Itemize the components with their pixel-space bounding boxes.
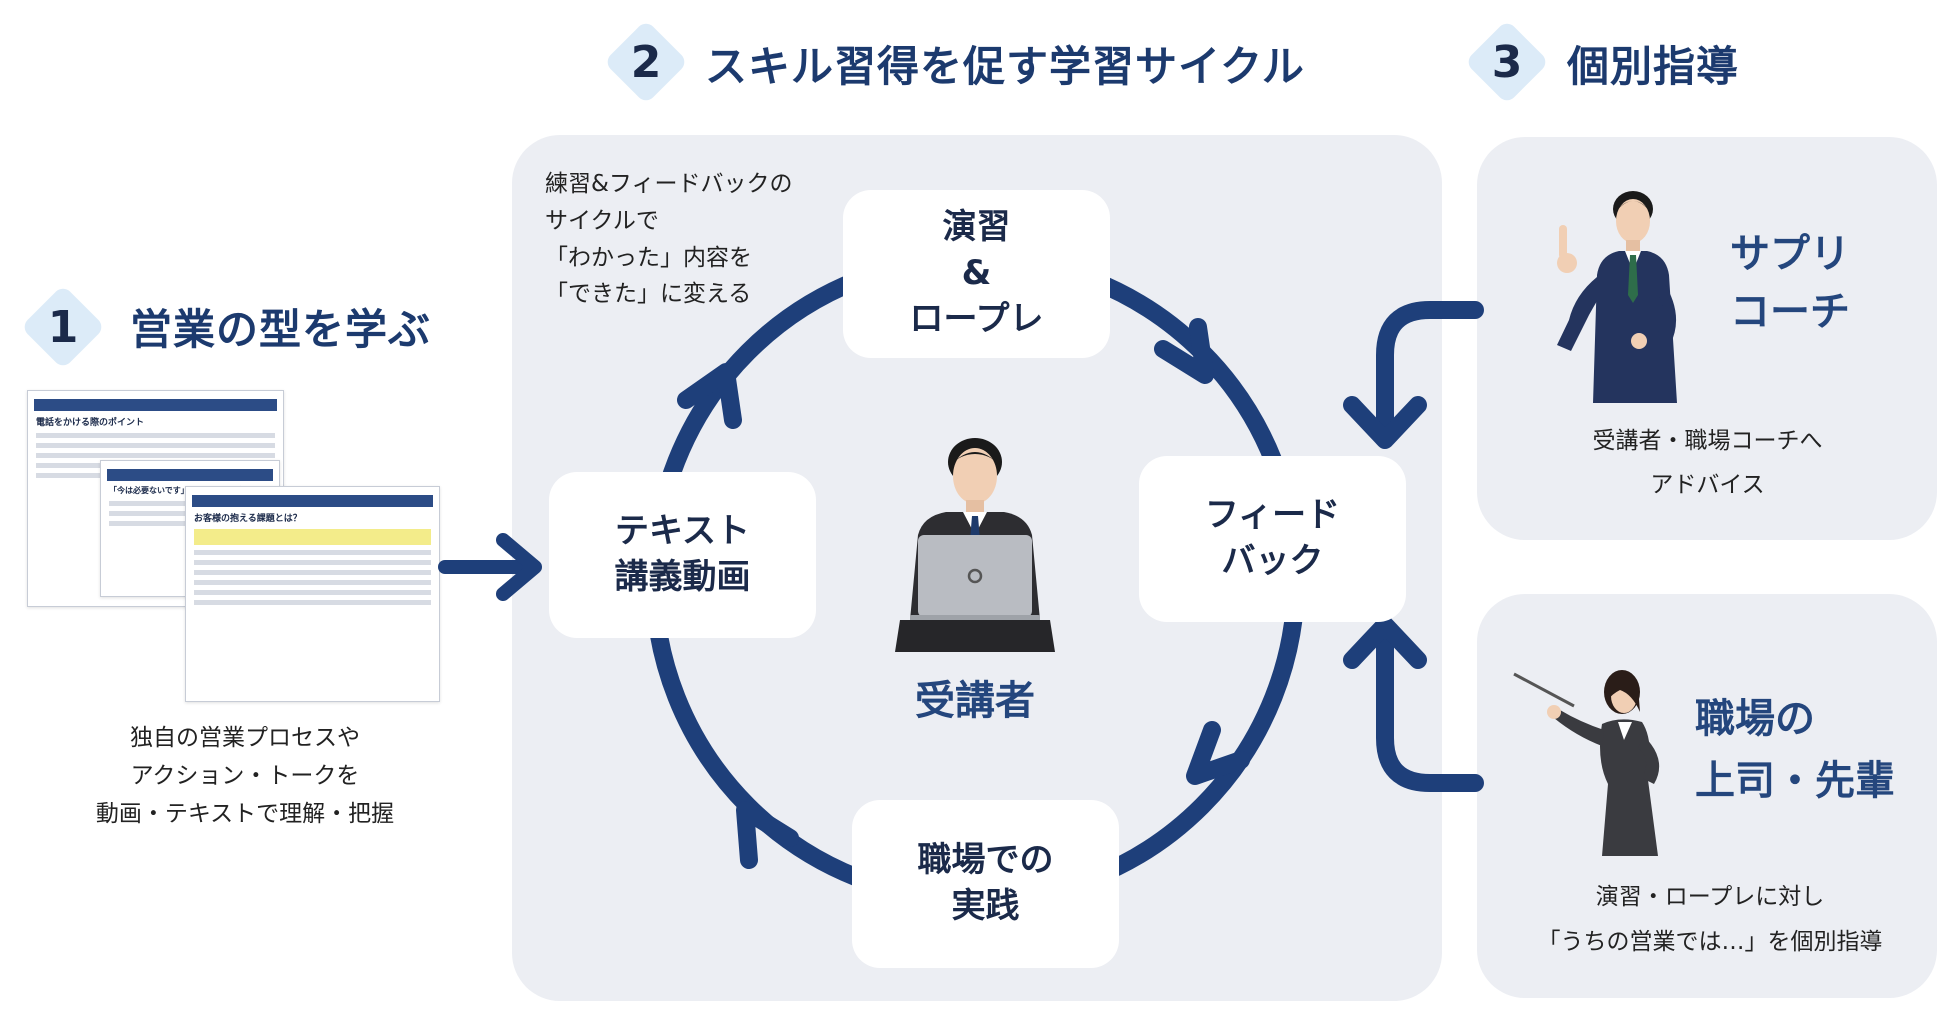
learner-laptop-icon bbox=[895, 438, 1055, 652]
node-practice-at-work: 職場での 実践 bbox=[852, 800, 1119, 968]
boss-name-line: 職場の bbox=[1695, 696, 1815, 742]
coach-name: サプリ コーチ bbox=[1730, 225, 1850, 341]
step-2-number: 2 bbox=[630, 36, 662, 88]
node-text-video: テキスト 講義動画 bbox=[549, 472, 816, 638]
doc-title: 「今は必要ないです」といわれた場合 bbox=[109, 486, 245, 495]
coach-arrow bbox=[1376, 301, 1484, 434]
boss-arrowhead bbox=[1343, 616, 1427, 669]
coach-man-pointing-icon bbox=[1557, 191, 1677, 403]
learner-label: 受講者 bbox=[915, 678, 1035, 724]
desc-line: 独自の営業プロセスや bbox=[130, 725, 360, 751]
note-line: 練習&フィードバックの bbox=[545, 171, 793, 197]
doc-line bbox=[194, 590, 431, 595]
doc-line bbox=[36, 443, 275, 448]
doc-header-bar bbox=[34, 399, 277, 411]
boss-name: 職場の 上司・先輩 bbox=[1695, 688, 1895, 812]
node-feedback: フィード バック bbox=[1139, 456, 1406, 622]
coach-description: 受講者・職場コーチへ アドバイス bbox=[1500, 420, 1915, 507]
desc-line: 動画・テキストで理解・把握 bbox=[95, 800, 395, 827]
node-practice-roleplay: 演習 & ロープレ bbox=[843, 190, 1110, 358]
doc-highlight bbox=[194, 529, 431, 545]
note-line: サイクルで bbox=[545, 207, 659, 234]
note-line: 「できた」に変える bbox=[545, 281, 752, 308]
doc-line bbox=[194, 580, 431, 585]
desc-line: 「うちの営業では…」を個別指導 bbox=[1537, 928, 1883, 955]
boss-name-line: 上司・先輩 bbox=[1695, 758, 1895, 804]
node-line: フィード bbox=[1204, 495, 1341, 536]
node-line: 講義動画 bbox=[614, 557, 751, 597]
node-line: バック bbox=[1221, 541, 1324, 581]
cycle-arrowhead-top-right bbox=[1154, 318, 1214, 384]
coach-panel bbox=[1477, 137, 1937, 540]
coach-name-line: サプリ bbox=[1730, 231, 1850, 277]
node-line: 職場での bbox=[917, 840, 1054, 881]
node-line: & bbox=[961, 253, 992, 294]
step-2-title: スキル習得を促す学習サイクル bbox=[705, 42, 1305, 91]
desc-line: 演習・ロープレに対し bbox=[1595, 884, 1825, 910]
step-1-number: 1 bbox=[47, 301, 79, 353]
step-3-number: 3 bbox=[1491, 36, 1523, 88]
step-1-title: 営業の型を学ぶ bbox=[130, 305, 432, 354]
cycle-arrowhead-bottom-right bbox=[1186, 721, 1250, 785]
doc-title: お客様の抱える課題とは？ bbox=[194, 514, 302, 524]
desc-line: 受講者・職場コーチへ bbox=[1592, 428, 1823, 454]
step-3-title: 個別指導 bbox=[1567, 42, 1740, 91]
boss-description: 演習・ロープレに対し 「うちの営業では…」を個別指導 bbox=[1495, 875, 1925, 965]
desc-line: アドバイス bbox=[1650, 471, 1765, 498]
doc-title: 電話をかける際のポイント bbox=[36, 418, 145, 428]
coach-arrowhead bbox=[1343, 396, 1427, 449]
doc-line bbox=[36, 433, 275, 438]
node-line: テキスト bbox=[615, 511, 750, 552]
boss-panel bbox=[1477, 594, 1937, 998]
node-line: 実践 bbox=[951, 886, 1020, 926]
doc-line bbox=[194, 570, 431, 575]
doc-line bbox=[36, 453, 275, 458]
section-1-description: 独自の営業プロセスや アクション・トークを 動画・テキストで理解・把握 bbox=[40, 720, 450, 834]
doc-line bbox=[194, 560, 431, 565]
doc-header-bar bbox=[192, 495, 433, 507]
doc-header-bar bbox=[107, 469, 273, 481]
cycle-arrowhead-top-left bbox=[677, 363, 742, 429]
section-1-arrowhead bbox=[496, 533, 542, 601]
cycle-note: 練習&フィードバックの サイクルで 「わかった」内容を 「できた」に変える bbox=[545, 166, 792, 313]
boss-arrow bbox=[1376, 631, 1484, 792]
node-line: 演習 bbox=[942, 207, 1011, 248]
desc-line: アクション・トークを bbox=[130, 762, 360, 789]
note-line: 「わかった」内容を bbox=[545, 244, 752, 271]
cycle-arrowhead-bottom-left bbox=[736, 801, 799, 869]
doc-line bbox=[194, 600, 431, 605]
coach-name-line: コーチ bbox=[1730, 289, 1850, 335]
node-line: ロープレ bbox=[909, 298, 1044, 339]
document-page-front: お客様の抱える課題とは？ bbox=[185, 486, 440, 702]
boss-woman-pointer-icon bbox=[1513, 670, 1660, 856]
doc-line bbox=[194, 550, 431, 555]
